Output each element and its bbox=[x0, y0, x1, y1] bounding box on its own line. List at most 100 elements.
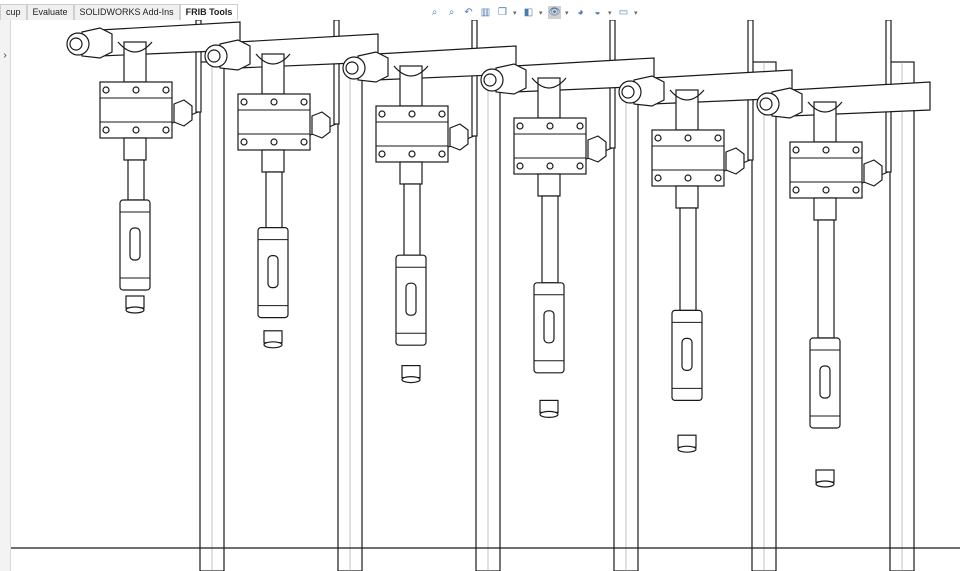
dropdown-arrow-icon[interactable]: ▾ bbox=[565, 9, 569, 17]
header-pipe bbox=[789, 81, 931, 117]
stem-coupling bbox=[675, 185, 699, 209]
hide-show-items-icon[interactable]: 👁 bbox=[548, 6, 561, 19]
edit-appearance-icon[interactable]: ◕ bbox=[577, 7, 584, 18]
stem-coupling bbox=[399, 161, 423, 185]
bolt-head bbox=[576, 122, 584, 130]
bolt-head bbox=[822, 186, 830, 194]
valve-handle-nut bbox=[311, 111, 331, 139]
bottom-fitting bbox=[677, 434, 697, 448]
bolt-head bbox=[300, 138, 308, 146]
tee-saddle bbox=[669, 89, 705, 101]
dropdown-arrow-icon[interactable]: ▾ bbox=[608, 9, 612, 17]
stem-coupling bbox=[123, 137, 147, 161]
bolt-head bbox=[102, 126, 110, 134]
valve-assembly bbox=[756, 20, 931, 571]
hex-nut bbox=[357, 51, 389, 83]
valve-assembly bbox=[480, 20, 655, 571]
expand-panel-icon[interactable]: › bbox=[3, 50, 7, 61]
bottom-fitting bbox=[539, 399, 559, 413]
stem-coupling bbox=[261, 149, 285, 173]
tee-saddle bbox=[393, 65, 429, 77]
bolt-head bbox=[792, 186, 800, 194]
bolt-head bbox=[792, 146, 800, 154]
stem-tube bbox=[127, 159, 145, 201]
bottom-fitting bbox=[263, 330, 283, 344]
feature-manager-panel[interactable]: › bbox=[0, 20, 11, 571]
cap-bore bbox=[69, 37, 83, 51]
view-settings-icon[interactable]: ▭ bbox=[618, 7, 629, 18]
stem-coupling bbox=[537, 173, 561, 197]
bolt-head bbox=[516, 122, 524, 130]
stem-coupling bbox=[813, 197, 837, 221]
previous-view-icon[interactable]: ↶ bbox=[464, 7, 473, 18]
bolt-head bbox=[270, 98, 278, 106]
tee-saddle bbox=[255, 53, 291, 65]
bolt-head bbox=[438, 150, 446, 158]
fitting-base bbox=[263, 341, 283, 349]
bolt-head bbox=[684, 134, 692, 142]
bolt-head bbox=[852, 186, 860, 194]
bolt-head bbox=[300, 98, 308, 106]
cap-bore bbox=[345, 61, 359, 75]
fitting-base bbox=[815, 480, 835, 488]
sight-window bbox=[681, 337, 693, 371]
view-orientation-icon[interactable]: ❒ bbox=[498, 7, 507, 18]
bolt-head bbox=[162, 86, 170, 94]
graphics-area-3d-model[interactable] bbox=[11, 20, 960, 571]
section-view-icon[interactable]: ▥ bbox=[480, 7, 491, 18]
bottom-fitting bbox=[815, 469, 835, 483]
tab-solidworks-addins[interactable]: SOLIDWORKS Add-Ins bbox=[73, 4, 180, 20]
hex-nut bbox=[771, 87, 803, 119]
bolt-head bbox=[576, 162, 584, 170]
hex-nut bbox=[495, 63, 527, 95]
bolt-head bbox=[162, 126, 170, 134]
bolt-head bbox=[408, 110, 416, 118]
stem-tube bbox=[679, 207, 697, 312]
heads-up-view-toolbar: ⌕ ⌕ ↶ ▥ ❒ ▾ ◧ ▾ 👁 ▾ ◕ ◒ ▾ ▭ ▾ bbox=[428, 6, 639, 19]
bolt-head bbox=[714, 134, 722, 142]
fitting-base bbox=[401, 376, 421, 384]
sight-window bbox=[819, 365, 831, 399]
cap-bore bbox=[621, 85, 635, 99]
tee-fitting bbox=[813, 101, 837, 143]
valve-assembly bbox=[342, 20, 517, 571]
tee-fitting bbox=[399, 65, 423, 107]
bolt-head bbox=[270, 138, 278, 146]
bottom-fitting bbox=[401, 365, 421, 379]
cap-bore bbox=[759, 97, 773, 111]
tee-fitting bbox=[675, 89, 699, 131]
stem-tube bbox=[265, 171, 283, 229]
bolt-head bbox=[822, 146, 830, 154]
sight-window bbox=[405, 282, 417, 316]
bolt-head bbox=[852, 146, 860, 154]
bolt-head bbox=[378, 110, 386, 118]
valve-assembly bbox=[66, 20, 241, 571]
fitting-base bbox=[539, 410, 559, 418]
tee-fitting bbox=[537, 77, 561, 119]
tab-evaluate[interactable]: Evaluate bbox=[26, 4, 74, 20]
dropdown-arrow-icon[interactable]: ▾ bbox=[634, 9, 638, 17]
valve-handle-nut bbox=[173, 99, 193, 127]
dropdown-arrow-icon[interactable]: ▾ bbox=[539, 9, 543, 17]
display-style-icon[interactable]: ◧ bbox=[523, 7, 534, 18]
bolt-head bbox=[378, 150, 386, 158]
tab-setup[interactable]: cup bbox=[0, 4, 27, 20]
cap-bore bbox=[483, 73, 497, 87]
bolt-head bbox=[516, 162, 524, 170]
tee-saddle bbox=[117, 41, 153, 53]
sight-window bbox=[267, 255, 279, 289]
bolt-head bbox=[684, 174, 692, 182]
bolt-head bbox=[714, 174, 722, 182]
cap-bore bbox=[207, 49, 221, 63]
support-bracket bbox=[333, 20, 340, 125]
tab-frib-tools[interactable]: FRIB Tools bbox=[179, 4, 239, 20]
sight-window bbox=[543, 310, 555, 344]
dropdown-arrow-icon[interactable]: ▾ bbox=[513, 9, 517, 17]
bottom-fitting bbox=[125, 295, 145, 309]
valve-handle-nut bbox=[863, 159, 883, 187]
zoom-to-fit-icon[interactable]: ⌕ bbox=[431, 7, 438, 18]
apply-scene-icon[interactable]: ◒ bbox=[594, 7, 601, 18]
zoom-to-area-icon[interactable]: ⌕ bbox=[448, 7, 455, 18]
bolt-head bbox=[102, 86, 110, 94]
